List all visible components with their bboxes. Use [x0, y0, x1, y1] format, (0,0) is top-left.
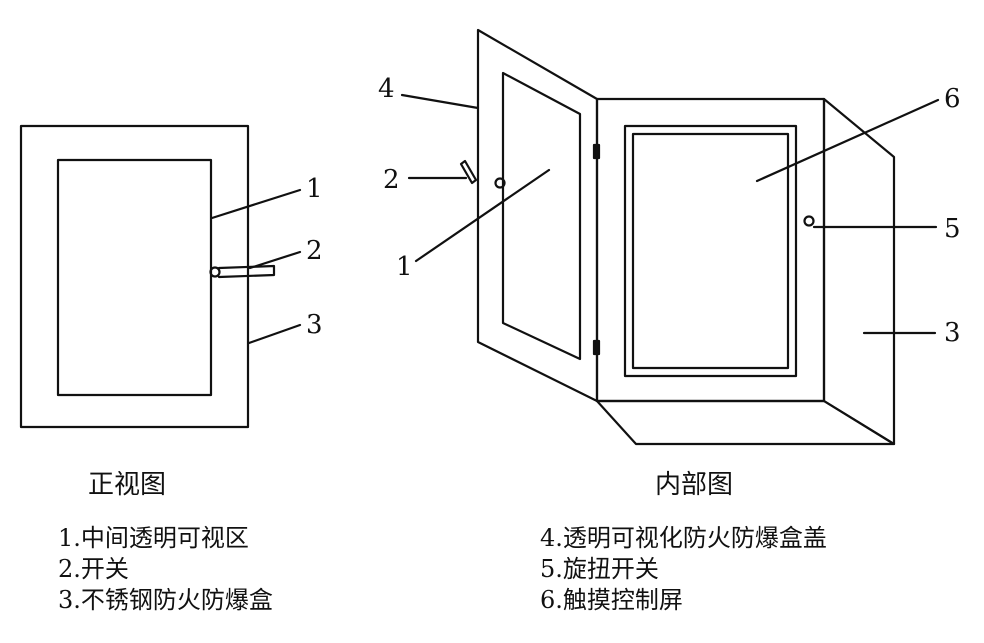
door-transparent-window — [501, 71, 582, 361]
box-bottom-face — [595, 399, 896, 446]
door-switch-lever — [459, 159, 478, 185]
legend-item-6: 6.触摸控制屏 — [540, 586, 683, 614]
legend-right: 4.透明可视化防火防爆盒盖 5.旋扭开关 6.触摸控制屏 — [540, 523, 827, 616]
rotary-knob — [803, 215, 815, 227]
internal-leader-6 — [755, 98, 940, 183]
front-switch-lever — [217, 264, 276, 279]
internal-view-drawing — [400, 28, 940, 446]
front-leader-1 — [210, 188, 302, 220]
callout-internal-4: 4 — [378, 74, 395, 104]
front-transparent-window — [56, 158, 213, 397]
legend-item-1: 1.中间透明可视区 — [58, 524, 249, 552]
front-leader-2 — [248, 250, 302, 270]
front-view-drawing — [19, 124, 302, 429]
legend-item-2: 2.开关 — [58, 555, 129, 583]
door-switch-knob — [494, 177, 506, 189]
callout-internal-5: 5 — [944, 214, 961, 244]
callout-front-2: 2 — [306, 236, 323, 266]
callout-internal-6: 6 — [944, 84, 961, 114]
front-leader-3 — [247, 323, 302, 345]
front-view-caption: 正视图 — [88, 470, 167, 500]
internal-leader-4 — [400, 93, 480, 110]
callout-internal-2: 2 — [383, 165, 400, 195]
internal-view-caption: 内部图 — [655, 470, 734, 500]
front-switch-knob — [209, 266, 221, 278]
legend-item-4: 4.透明可视化防火防爆盒盖 — [540, 524, 827, 552]
screen-outer-frame — [623, 124, 798, 378]
box-front-frame — [595, 97, 826, 403]
screen-inner — [631, 132, 790, 370]
callout-internal-1: 1 — [396, 252, 413, 282]
internal-leader-1 — [414, 168, 551, 263]
callout-front-3: 3 — [306, 310, 323, 340]
callout-front-1: 1 — [306, 174, 323, 204]
legend-left: 1.中间透明可视区 2.开关 3.不锈钢防火防爆盒 — [58, 523, 273, 616]
legend-item-5: 5.旋扭开关 — [540, 555, 659, 583]
box-right-side — [822, 97, 896, 446]
legend-item-3: 3.不锈钢防火防爆盒 — [58, 586, 273, 614]
callout-internal-3: 3 — [944, 318, 961, 348]
